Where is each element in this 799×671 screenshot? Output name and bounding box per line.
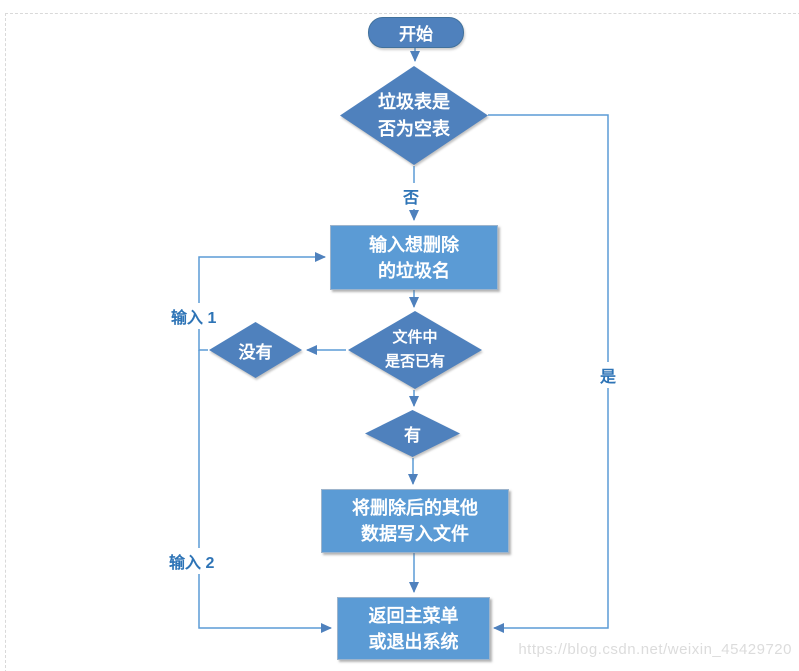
process-write-data: 将删除后的其他 数据写入文件 [321,489,509,553]
process-write-data-line1: 将删除后的其他 [352,498,478,518]
decision-exists-line1: 文件中 [392,329,438,346]
edge-label-yes: 是 [597,362,620,388]
decision-exists-in-file: 文件中 是否已有 [348,311,482,389]
connector-input2-loop [198,350,332,633]
process-input-name-line2: 的垃圾名 [378,260,450,281]
process-input-name: 输入想删除 的垃圾名 [330,225,498,290]
process-return-menu-line2: 或退出系统 [368,631,459,652]
watermark-text: https://blog.csdn.net/weixin_45429720 [518,641,792,658]
process-input-name-line1: 输入想删除 [369,234,459,255]
process-return-menu: 返回主菜单 或退出系统 [337,597,490,660]
start-node-label: 开始 [399,25,433,44]
edge-label-input2: 输入 2 [166,548,218,574]
process-return-menu-line1: 返回主菜单 [368,605,459,626]
start-node: 开始 [368,17,464,48]
edge-label-input1: 输入 1 [168,303,220,329]
decision-not-found-label: 没有 [238,342,273,362]
decision-exists-line2: 是否已有 [384,353,445,370]
decision-table-empty-line1: 垃圾表是 [378,91,450,112]
edge-label-no: 否 [400,183,423,209]
decision-table-empty-line2: 否为空表 [378,118,450,139]
decision-found-label: 有 [404,426,421,445]
decision-not-found: 没有 [209,322,302,378]
process-write-data-line2: 数据写入文件 [361,524,469,544]
decision-found: 有 [365,410,460,457]
decision-table-empty: 垃圾表是 否为空表 [340,66,488,165]
